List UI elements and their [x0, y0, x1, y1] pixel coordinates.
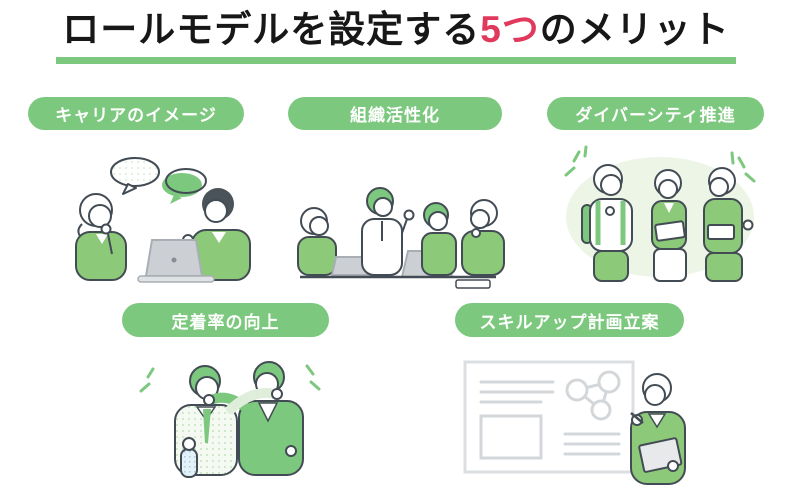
presenter-figure: [630, 373, 686, 485]
sparkle-icon: [139, 367, 155, 393]
title-highlight: 5つ: [480, 9, 540, 50]
man-green-jacket-figure: [238, 361, 304, 476]
benefit-pill-diversity-promotion: ダイバーシティ推進: [547, 97, 764, 130]
benefit-pill-career-image: キャリアのイメージ: [28, 97, 244, 130]
seated-person-figure: [461, 199, 505, 276]
speech-bubble-green-icon: [162, 168, 207, 204]
standing-man-figure: [361, 187, 415, 276]
seated-woman-figure: [297, 207, 337, 276]
page-title: ロールモデルを設定する5つのメリット: [0, 4, 792, 65]
sparkle-icon: [564, 145, 588, 177]
sparkle-icon: [305, 364, 321, 391]
career-image-illustration: [40, 148, 265, 293]
whiteboard-icon: [463, 360, 635, 474]
woman-gesturing-figure: [703, 167, 754, 282]
notebook-icon: [455, 279, 491, 289]
benefit-pill-skill-up-plan: スキルアップ計画立案: [455, 303, 684, 337]
skill-up-plan-illustration: [453, 350, 688, 490]
benefit-pill-retention-rate: 定着率の向上: [122, 303, 329, 337]
retention-rate-illustration: [133, 345, 328, 485]
laptop-icon: [137, 239, 215, 283]
seated-woman-figure: [421, 202, 457, 276]
diversity-promotion-illustration: [558, 143, 763, 291]
woman-figure: [75, 193, 127, 281]
benefit-pill-organization-activation: 組織活性化: [288, 97, 502, 130]
title-part1: ロールモデルを設定する: [62, 9, 481, 50]
arm-over-shoulder: [203, 388, 283, 414]
speech-bubble-white-icon: [110, 157, 160, 195]
man-dotted-suit-figure: [174, 365, 238, 478]
sparkle-icon: [730, 151, 756, 183]
title-text: ロールモデルを設定する5つのメリット: [56, 4, 736, 65]
pen-icon: [630, 412, 644, 424]
node-diagram-icon: [565, 370, 621, 421]
organization-activation-illustration: [288, 157, 508, 292]
title-part2: のメリット: [539, 9, 730, 50]
man-with-backpack-figure: [581, 164, 633, 282]
woman-with-folder-figure: [651, 169, 687, 282]
